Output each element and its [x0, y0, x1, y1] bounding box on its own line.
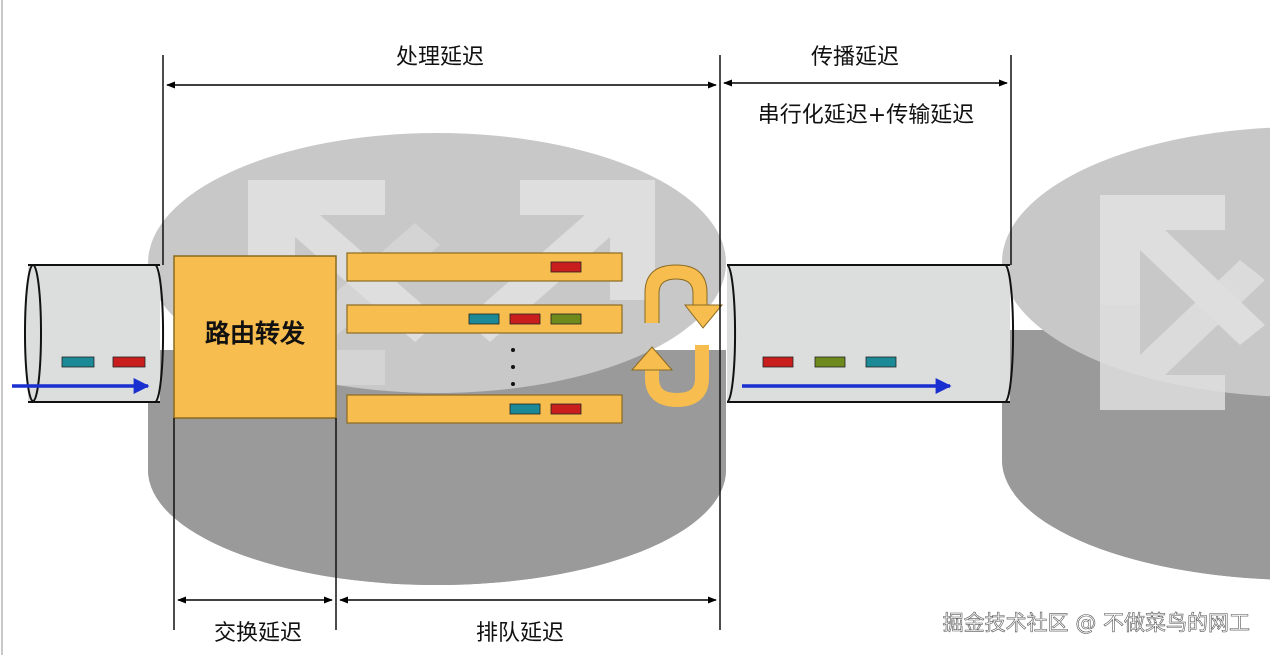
- watermark-text: 掘金技术社区 @ 不做菜鸟的网工: [943, 611, 1250, 635]
- loop-arrow-icon: [645, 264, 709, 408]
- serialization-transmission-label: 串行化延迟+传输延迟: [758, 103, 974, 128]
- boundary-lines: [162, 55, 1012, 630]
- packet: [762, 356, 794, 368]
- packet: [865, 356, 897, 368]
- output-pipe: [726, 264, 1015, 403]
- packet: [814, 356, 846, 368]
- packet: [112, 356, 146, 368]
- loop-arrow-icon-outline: [644, 264, 708, 323]
- packet: [550, 313, 582, 325]
- packet: [550, 403, 582, 415]
- loop-arrowhead-down: [683, 304, 724, 329]
- processing-delay-label: 处理延迟: [396, 45, 484, 70]
- queue-1: [346, 252, 623, 282]
- packet: [468, 313, 500, 325]
- input-pipe: [24, 264, 165, 403]
- propagation-delay-label: 传播延迟: [811, 45, 899, 70]
- routing-forwarding-box: 路由转发: [173, 255, 337, 419]
- router-2: [1002, 127, 1270, 580]
- packet: [509, 403, 541, 415]
- queue-n: [346, 394, 623, 424]
- queuing-delay-label: 排队延迟: [476, 621, 564, 646]
- loop-arrowhead-up: [630, 346, 674, 371]
- queue-2: [346, 304, 623, 334]
- router-symbol-icon: [1100, 195, 1265, 410]
- switching-delay-label: 交换延迟: [214, 621, 302, 646]
- packet: [550, 261, 582, 273]
- packet: [509, 313, 541, 325]
- packet: [61, 356, 95, 368]
- routing-forwarding-label: 路由转发: [205, 319, 305, 348]
- queue-ellipsis: [511, 348, 515, 386]
